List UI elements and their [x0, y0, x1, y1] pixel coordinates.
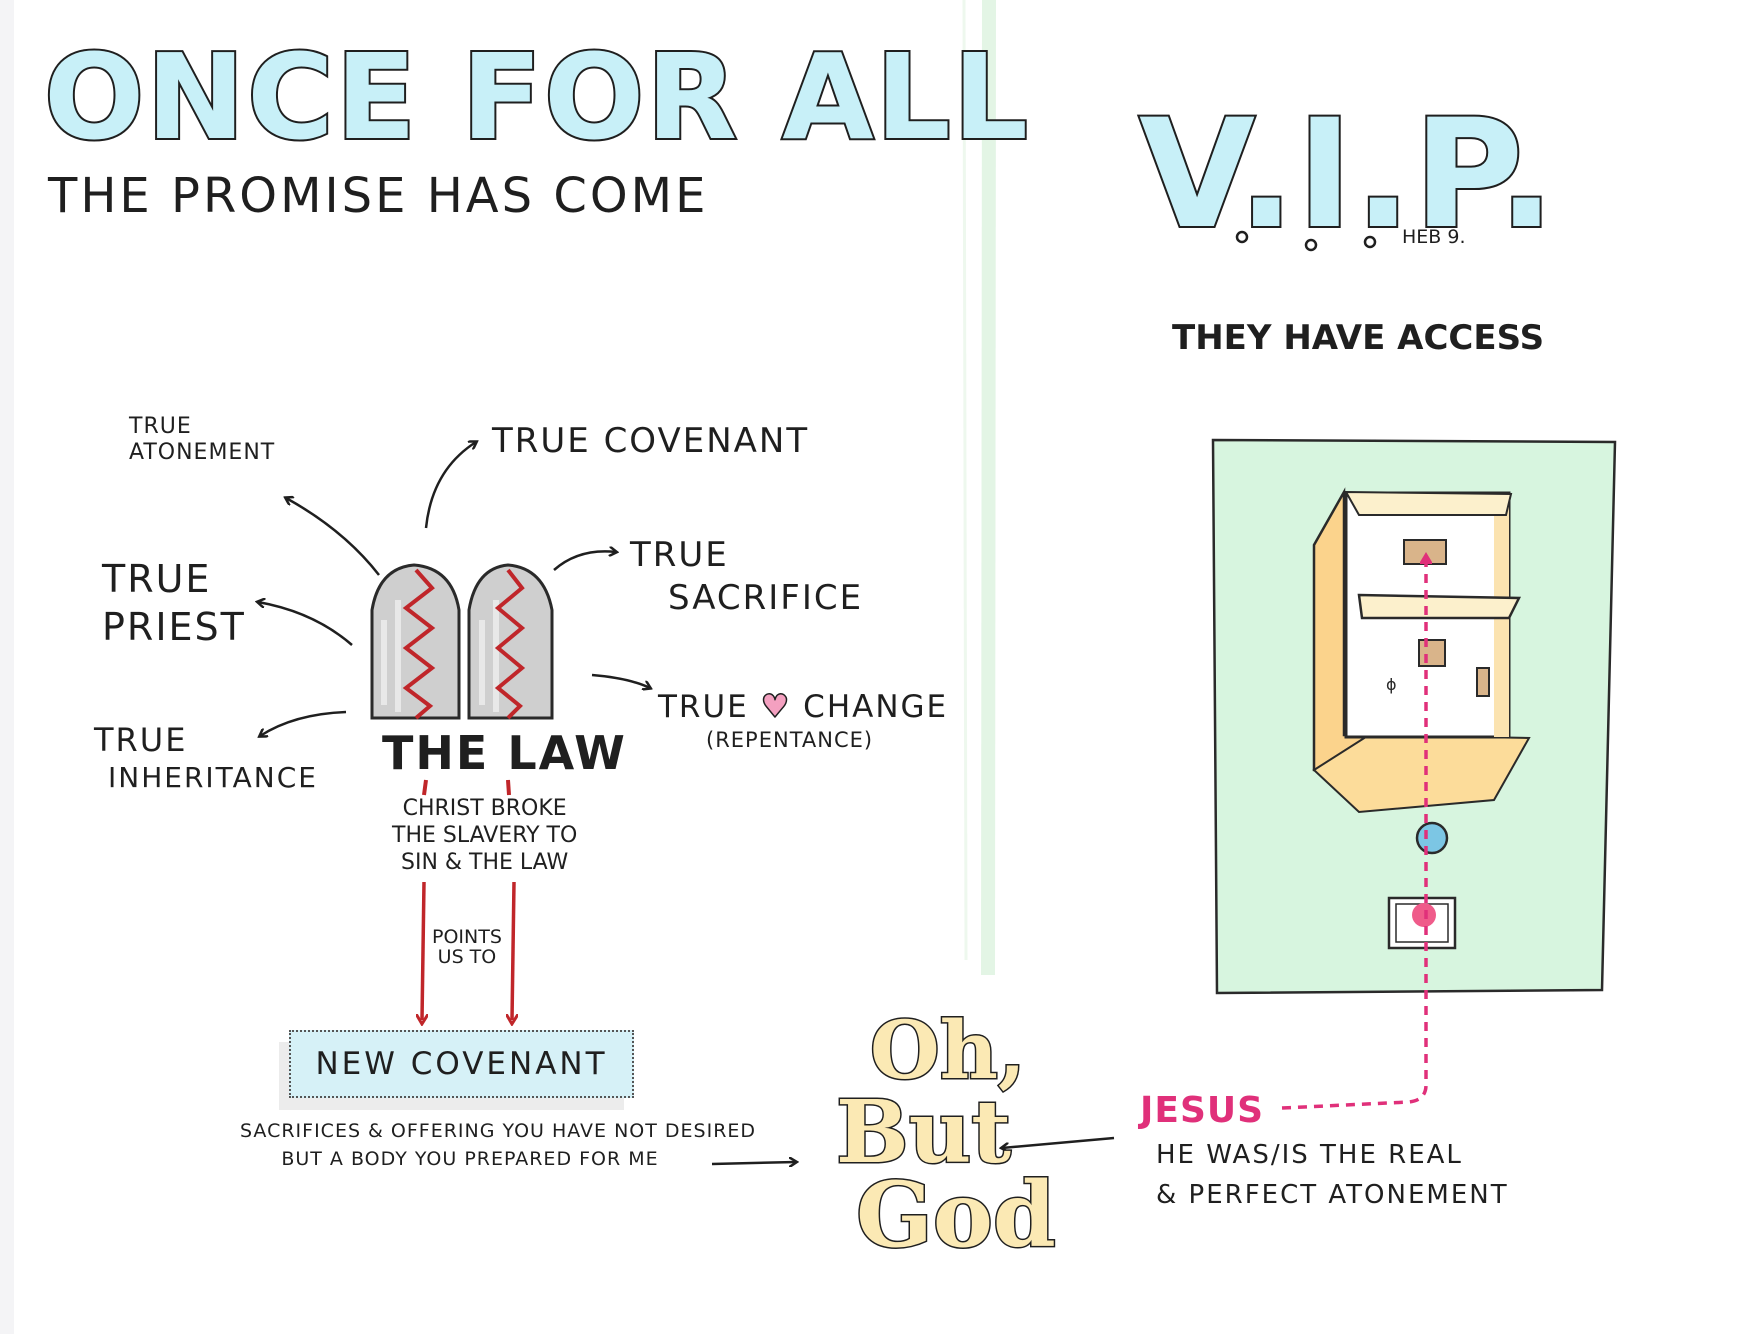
note-line: HE WAS/IS THE REAL	[1156, 1140, 1463, 1170]
vip-title: V.I.P.	[1137, 88, 1557, 262]
note-line: SIN & THE LAW	[400, 849, 569, 875]
branch-true-heart-change: TRUE ♥ CHANGE	[658, 686, 948, 727]
new-covenant-label: NEW COVENANT	[315, 1046, 608, 1082]
branch-word: CHANGE	[803, 689, 949, 725]
repentance-note: (REPENTANCE)	[706, 728, 874, 752]
branch-true-covenant: TRUE COVENANT	[492, 421, 810, 461]
branch-true-atonement: TRUE ATONEMENT	[129, 414, 275, 467]
page-title: ONCE FOR ALL	[42, 28, 1030, 166]
scripture-reference: HEB 9.	[1402, 226, 1466, 248]
branch-true-inheritance: TRUE INHERITANCE	[94, 720, 318, 795]
note-line: & PERFECT ATONEMENT	[1156, 1180, 1509, 1211]
but-word: But	[835, 1082, 1013, 1183]
the-law-label: THE LAW	[382, 726, 627, 780]
quote-line: SACRIFICES & OFFERING YOU HAVE NOT DESIR…	[240, 1120, 757, 1142]
new-covenant-box: NEW COVENANT	[289, 1030, 634, 1098]
branch-word: SACRIFICE	[668, 577, 864, 618]
note-line: THE SLAVERY TO	[392, 822, 578, 848]
zigzag-left	[402, 568, 436, 720]
note-line: CHRIST BROKE	[402, 796, 567, 821]
heart-icon: ♥	[760, 686, 792, 726]
branch-word: PRIEST	[102, 604, 246, 649]
points-us-to-note: POINTS US TO	[432, 926, 502, 968]
zigzag-right	[494, 568, 526, 720]
branch-word: ATONEMENT	[129, 440, 276, 466]
branch-word: TRUE	[94, 721, 188, 759]
branch-word: TRUE	[102, 557, 212, 601]
real-atonement-note: HE WAS/IS THE REAL & PERFECT ATONEMENT	[1156, 1135, 1509, 1216]
branch-word: TRUE	[129, 414, 192, 439]
branch-word: INHERITANCE	[108, 761, 318, 794]
quote-line: BUT A BODY YOU PREPARED FOR ME	[281, 1147, 659, 1170]
tabernacle-illustration: ɸ	[1211, 438, 1617, 1110]
branch-true-sacrifice: TRUE SACRIFICE	[630, 534, 863, 619]
god-word: God	[855, 1162, 1058, 1268]
oh-word: Oh,	[869, 1003, 1028, 1097]
note-line: US TO	[437, 945, 497, 968]
they-have-access-label: THEY HAVE ACCESS	[1172, 318, 1545, 358]
page-subtitle: THE PROMISE HAS COME	[48, 168, 709, 224]
christ-broke-note: CHRIST BROKE THE SLAVERY TO SIN & THE LA…	[392, 796, 577, 876]
branch-true-priest: TRUE PRIEST	[102, 556, 246, 651]
note-line: POINTS	[432, 926, 502, 948]
branch-word: TRUE	[630, 535, 729, 575]
svg-text:ɸ: ɸ	[1386, 675, 1397, 694]
sketchnote-canvas: ɸ ONCE FOR ALL THE PROMISE HAS COME TRUE…	[14, 0, 1741, 1334]
jesus-label: JESUS	[1140, 1090, 1265, 1131]
sacrifices-quote: SACRIFICES & OFFERING YOU HAVE NOT DESIR…	[240, 1118, 757, 1173]
branch-word: TRUE	[658, 689, 749, 725]
